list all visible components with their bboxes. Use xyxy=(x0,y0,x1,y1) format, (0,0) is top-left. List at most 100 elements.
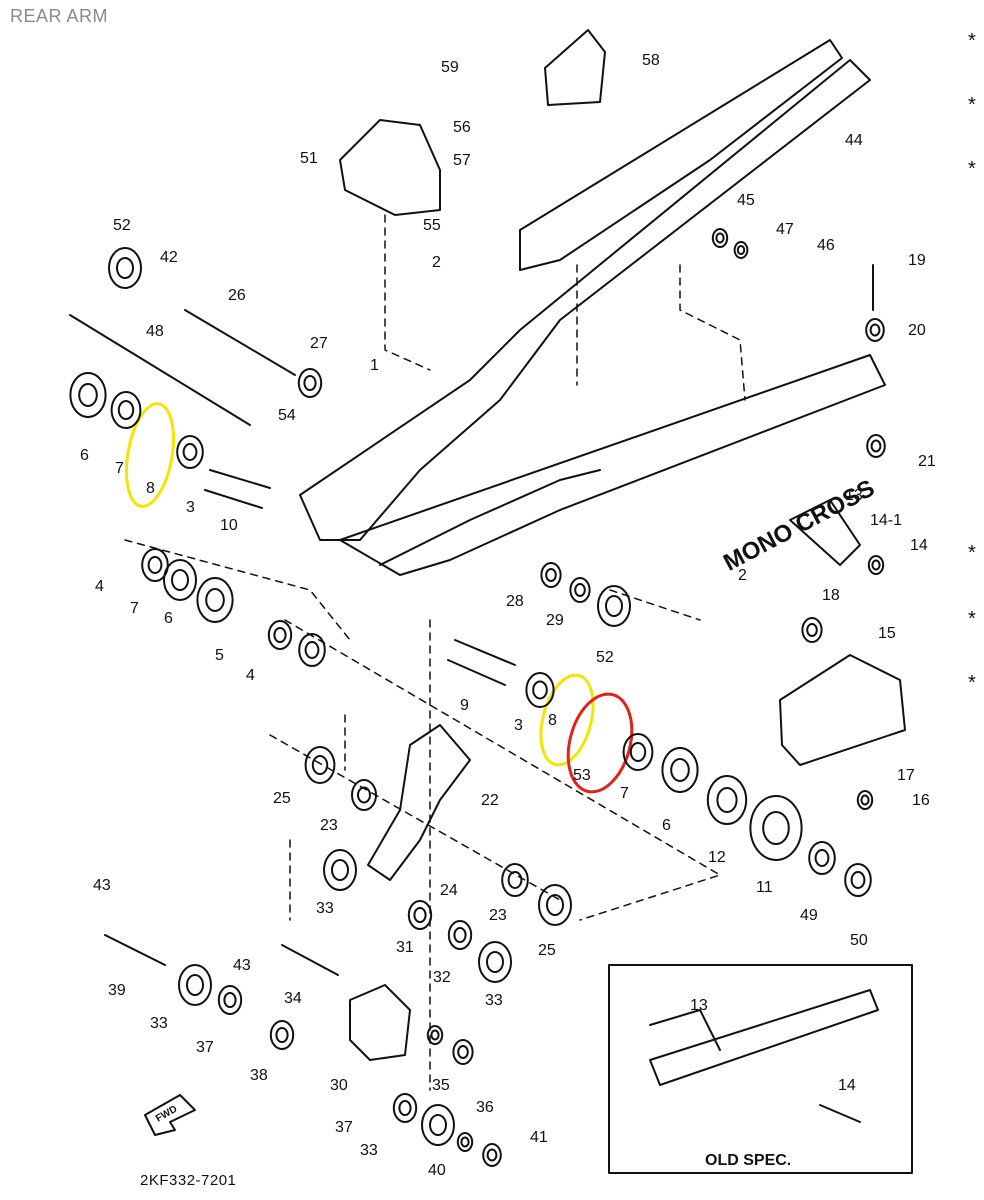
bearing-6 xyxy=(196,577,234,623)
part-label-37: 37 xyxy=(335,1119,353,1136)
relay-link xyxy=(367,724,471,881)
collar-31 xyxy=(407,900,433,930)
bearing-6 xyxy=(661,747,699,793)
collar-9 xyxy=(447,639,516,686)
bearing-6 xyxy=(69,372,107,418)
collar-32 xyxy=(447,920,473,950)
star-marker: * xyxy=(968,672,976,694)
part-label-3: 3 xyxy=(186,499,195,516)
washer-35 xyxy=(426,1025,444,1045)
washer-40 xyxy=(456,1132,474,1152)
bushing-33 xyxy=(178,964,212,1006)
part-label-19: 19 xyxy=(908,252,926,269)
washer-27 xyxy=(297,368,323,398)
swingarm-lower-beam xyxy=(339,354,886,576)
part-label-57: 57 xyxy=(453,152,471,169)
mount-block xyxy=(779,654,906,766)
part-label-1: 1 xyxy=(370,357,379,374)
bushing-5 xyxy=(267,620,293,650)
part-label-56: 56 xyxy=(453,119,471,136)
bushing-33 xyxy=(478,941,512,983)
part-label-51: 51 xyxy=(300,150,318,167)
part-label-52: 52 xyxy=(113,217,131,234)
nut-21 xyxy=(866,434,886,458)
inset-swingarm xyxy=(649,989,879,1086)
bracket xyxy=(339,119,441,216)
seal-7 xyxy=(110,391,142,429)
part-label-6: 6 xyxy=(80,447,89,464)
part-label-13: 13 xyxy=(845,487,863,504)
part-label-18: 18 xyxy=(822,587,840,604)
axle-34 xyxy=(281,944,339,976)
part-label-47: 47 xyxy=(776,221,794,238)
part-label-25: 25 xyxy=(273,790,291,807)
collar-3 xyxy=(176,435,204,469)
bushing-4 xyxy=(141,548,169,582)
collar-37 xyxy=(217,985,243,1015)
highlight-red xyxy=(566,692,634,794)
inset-frame xyxy=(608,964,913,1174)
part-label-33: 33 xyxy=(316,900,334,917)
part-label-32: 32 xyxy=(433,969,451,986)
part-label-45: 45 xyxy=(737,192,755,209)
part-label-30: 30 xyxy=(330,1077,348,1094)
bushing-23 xyxy=(351,779,377,811)
part-label-2: 2 xyxy=(738,567,747,584)
part-label-5: 5 xyxy=(215,647,224,664)
part-label-36: 36 xyxy=(476,1099,494,1116)
axle-48 xyxy=(69,314,251,426)
part-label-43: 43 xyxy=(233,957,251,974)
axle-26 xyxy=(184,309,296,376)
collar-10 xyxy=(204,469,271,509)
part-label-group: 12233445666777889101112131414-1151617181… xyxy=(80,52,936,1179)
part-label-23: 23 xyxy=(320,817,338,834)
part-label-58: 58 xyxy=(642,52,660,69)
part-label-31: 31 xyxy=(396,939,414,956)
star-marker: * xyxy=(968,94,976,116)
inset-caption: OLD SPEC. xyxy=(705,1152,791,1169)
washer-45 xyxy=(711,228,729,248)
chain-guide xyxy=(789,499,861,566)
part-label-15: 15 xyxy=(878,625,896,642)
nut-47 xyxy=(733,241,749,259)
part-label-37: 37 xyxy=(196,1039,214,1056)
part-label-4: 4 xyxy=(95,578,104,595)
bolt-14 xyxy=(819,1104,861,1123)
part-label-42: 42 xyxy=(160,249,178,266)
part-label-7: 7 xyxy=(130,600,139,617)
collar-3 xyxy=(525,672,555,708)
part-label-50: 50 xyxy=(850,932,868,949)
part-label-28: 28 xyxy=(506,593,524,610)
bushing-23 xyxy=(501,863,529,897)
seal-7 xyxy=(622,733,654,771)
washer-20 xyxy=(865,318,885,342)
highlight-yellow-2 xyxy=(539,673,595,767)
washer-28 xyxy=(540,562,562,588)
part-label-33: 33 xyxy=(360,1142,378,1159)
part-label-33: 33 xyxy=(485,992,503,1009)
part-label-14: 14 xyxy=(910,537,928,554)
washer-49 xyxy=(808,841,836,875)
part-label-35: 35 xyxy=(432,1077,450,1094)
nut-50 xyxy=(844,863,872,897)
star-marker: * xyxy=(968,30,976,52)
bushing-33 xyxy=(323,849,357,891)
part-label-38: 38 xyxy=(250,1067,268,1084)
part-label-11: 11 xyxy=(756,879,773,896)
part-label-6: 6 xyxy=(164,610,173,627)
nut-18 xyxy=(801,617,823,643)
bearing-11 xyxy=(749,795,803,861)
collar-37 xyxy=(392,1093,418,1123)
fwd-arrow xyxy=(144,1094,196,1136)
part-label-20: 20 xyxy=(908,322,926,339)
part-label-22: 22 xyxy=(481,792,499,809)
part-label-54: 54 xyxy=(278,407,296,424)
washer-29 xyxy=(569,577,591,603)
part-label-12: 12 xyxy=(708,849,726,866)
page-title: REAR ARM xyxy=(10,6,109,26)
leader-lines xyxy=(124,214,746,1091)
plate xyxy=(544,29,606,106)
part-label-21: 21 xyxy=(918,453,936,470)
